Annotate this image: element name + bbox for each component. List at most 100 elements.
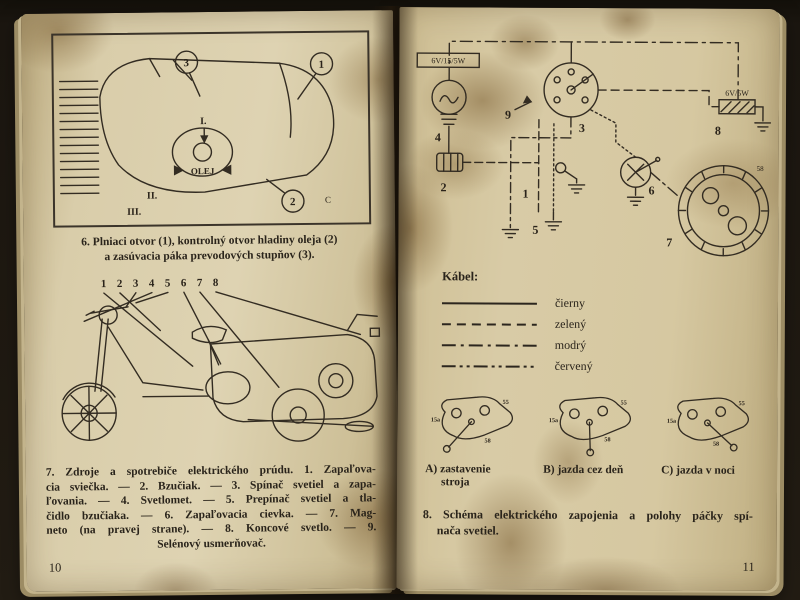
- part-number-5: 5: [165, 277, 171, 289]
- engine-label-3: 3: [183, 57, 189, 69]
- line-sample-dash-dot-dot: [441, 364, 537, 368]
- roman-two: II.: [147, 191, 158, 202]
- terminal-label-55: 55: [739, 401, 745, 407]
- figure7-caption: 7. Zdroje a spotrebiče elektrického prúd…: [46, 462, 377, 553]
- figure8-caption-line2: nača svetiel.: [436, 522, 499, 538]
- component-number-4: 4: [435, 130, 441, 144]
- callout-3: [174, 50, 199, 74]
- front-fork: [94, 318, 109, 392]
- figure8-caption-line1: 8. Schéma elektrického zapojenia a poloh…: [422, 507, 753, 523]
- position-letter: A): [425, 463, 438, 476]
- bulb-rating-label: 6V/15/5W: [431, 56, 465, 65]
- position-letter: B): [543, 463, 555, 476]
- cable-legend-title: Kábel:: [442, 269, 479, 284]
- figure6-frame: 3 1 2 OLEJ I. II. III. C: [51, 30, 372, 228]
- part-number-1: 1: [101, 278, 107, 290]
- engine-label-2: 2: [290, 196, 296, 208]
- part-number-6: 6: [181, 277, 187, 289]
- wiring-diagram: 6V/15/5W 6V/5W 58 4 9 3 2 1 5 6 7 8: [416, 40, 772, 257]
- handlebar: [85, 306, 129, 316]
- component-number-5: 5: [532, 223, 538, 237]
- ladder-wire-1: [537, 119, 540, 217]
- frame-tube: [107, 326, 210, 398]
- engine-block: [205, 371, 251, 405]
- page-number-left: 10: [48, 560, 62, 575]
- left-page: 3 1 2 OLEJ I. II. III. C 6. Plniaci otvo…: [20, 10, 400, 592]
- roman-three: III.: [127, 207, 142, 218]
- figure6-caption: 6. Plniaci otvor (1), kontrolný otvor hl…: [35, 232, 383, 266]
- legend-label: zelený: [554, 316, 587, 331]
- magneto: [677, 165, 770, 257]
- part-number-8: 8: [213, 277, 219, 289]
- roman-one: I.: [200, 116, 207, 127]
- rear-body: [209, 333, 378, 423]
- line-sample-dash-dot: [441, 343, 537, 347]
- seat: [191, 325, 228, 366]
- legend-row-black: čierny: [441, 292, 593, 314]
- position-label-b: B) jazda cez deň: [543, 464, 647, 478]
- part-number-2: 2: [117, 278, 123, 290]
- louvre-hatching: [58, 80, 100, 195]
- oil-level-marks: [173, 164, 232, 176]
- callout-2: [281, 189, 305, 213]
- part-number-4: 4: [149, 278, 155, 290]
- horn: [435, 152, 464, 173]
- switch-coil-wire: [590, 109, 637, 158]
- line-sample-solid: [441, 301, 537, 305]
- front-fender: [62, 382, 116, 401]
- terminal-label-58: 58: [485, 438, 491, 444]
- engine-illustration: 3 1 2 OLEJ I. II. III. C: [58, 50, 335, 218]
- coil-magneto-wire: [649, 171, 680, 198]
- component-number-7: 7: [666, 235, 672, 249]
- switch-positions: 55 15a 58 A) zastavenie stroja 55 15a 58: [425, 393, 765, 491]
- position-text: jazda cez deň: [557, 463, 624, 477]
- terminal-label-55: 55: [503, 400, 509, 406]
- top-bus-wire: [448, 40, 740, 101]
- part-number-3: 3: [133, 278, 139, 290]
- arrow-9: [514, 100, 532, 111]
- tail-light: [369, 327, 381, 338]
- legend-row-red: červený: [441, 355, 593, 377]
- position-text: jazda v noci: [676, 464, 735, 477]
- callout-1: [309, 52, 334, 76]
- engine-cover-outline: [99, 57, 335, 193]
- switch-position-a: 55 15a 58 A) zastavenie stroja: [425, 393, 530, 490]
- legend-label: červený: [554, 358, 593, 374]
- part-number-7: 7: [197, 277, 203, 289]
- right-page: 6V/15/5W 6V/5W 58 4 9 3 2 1 5 6 7 8 Kábe…: [396, 7, 780, 591]
- component-number-1: 1: [523, 187, 529, 201]
- resistor-rating-label: 6V/5W: [725, 89, 749, 98]
- terminal-label-15a: 15a: [431, 417, 440, 423]
- terminal-label-55: 55: [621, 401, 627, 407]
- rear-wheel: [271, 388, 325, 442]
- component-number-9: 9: [505, 108, 511, 122]
- page-number-right: 11: [742, 559, 755, 574]
- engine-label-1: 1: [318, 59, 324, 71]
- letter-c: C: [325, 195, 331, 205]
- legend-row-blue: modrý: [441, 334, 593, 356]
- switch-diagram-c: 55 15a 58: [667, 397, 750, 452]
- legend-label: modrý: [554, 337, 587, 352]
- position-label-c: C) jazda v noci: [661, 464, 765, 478]
- moped-illustration: 1 2 3 4 5 6 7 8: [61, 277, 381, 442]
- switch-position-c: 55 15a 58 C) jazda v noci: [661, 394, 766, 491]
- switch-resistor-wire: [597, 89, 720, 108]
- position-text: zastavenie: [440, 463, 491, 476]
- switch-diagram-b: 55 15a 58: [549, 396, 632, 457]
- switch-ground-wire: [509, 116, 572, 227]
- component-number-2: 2: [441, 180, 447, 194]
- terminal-label-15a: 15a: [667, 419, 676, 425]
- headlamp-bulb: [431, 79, 467, 115]
- terminal-58-label: 58: [757, 165, 765, 173]
- position-label-a-line2: stroja: [441, 476, 470, 489]
- legend-label: čierny: [554, 295, 586, 310]
- switch-position-b: 55 15a 58 B) jazda cez deň: [543, 394, 648, 491]
- position-letter: C): [661, 464, 674, 477]
- ignition-contact: [554, 162, 567, 174]
- terminal-label-58: 58: [713, 442, 719, 448]
- switch-diagram-a: 55 15a 58: [431, 396, 514, 453]
- terminal-label-58: 58: [604, 437, 610, 443]
- terminal-label-15a: 15a: [549, 418, 558, 424]
- component-number-3: 3: [579, 121, 585, 135]
